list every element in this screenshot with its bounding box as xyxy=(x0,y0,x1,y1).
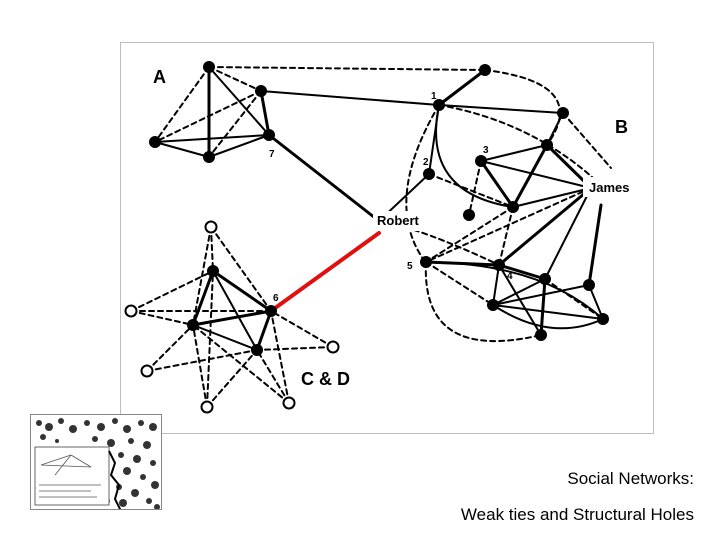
node-3-label: 3 xyxy=(483,145,489,156)
group-45-ties xyxy=(378,187,604,343)
group-cd-ties xyxy=(130,226,334,408)
node-5-label: 5 xyxy=(407,261,413,272)
james-label: James xyxy=(589,180,629,195)
map-thumbnail-image xyxy=(31,415,161,509)
node-2-label: 2 xyxy=(423,157,429,168)
filled-nodes xyxy=(149,61,609,356)
robert-label: Robert xyxy=(377,213,420,228)
node-1-label: 1 xyxy=(431,91,437,102)
node-4-label: 4 xyxy=(507,271,513,282)
network-diagram: A B C & D Robert James 1 2 3 4 5 6 7 xyxy=(120,42,654,434)
caption-subtitle: Weak ties and Structural Holes xyxy=(460,505,694,524)
group-cd-label: C & D xyxy=(301,369,350,389)
group-b-label: B xyxy=(615,117,628,137)
group-b-ties xyxy=(378,68,612,264)
hollow-nodes xyxy=(124,220,340,414)
bridge-tie xyxy=(269,231,381,313)
group-a-ties xyxy=(154,65,486,223)
caption-title: Social Networks: xyxy=(567,469,694,488)
james-ties xyxy=(497,186,603,287)
node-7-label: 7 xyxy=(269,149,275,160)
group-a-label: A xyxy=(153,67,166,87)
node-6-label: 6 xyxy=(273,293,279,304)
network-graph: A B C & D Robert James 1 2 3 4 5 6 7 xyxy=(124,61,649,414)
map-thumbnail xyxy=(30,414,162,510)
